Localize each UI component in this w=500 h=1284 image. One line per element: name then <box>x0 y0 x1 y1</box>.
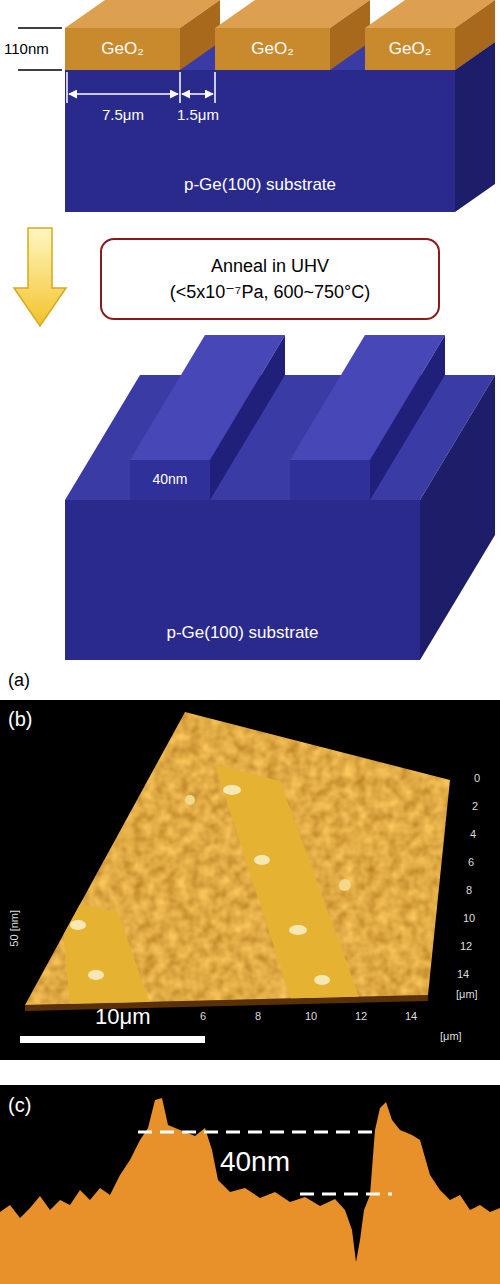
oxide-side-face <box>455 0 495 70</box>
scale-label: 10μm <box>95 1004 150 1029</box>
afm-highlight <box>289 925 307 935</box>
oxide-block: GeO₂ <box>215 28 330 70</box>
process-arrow <box>14 228 66 326</box>
afm-stripes <box>60 765 360 1006</box>
dimension-label: 1.5μm <box>177 106 219 123</box>
dimension-arrow <box>69 93 178 95</box>
node-text: (<5x10⁻⁷Pa, 600~750°C) <box>170 279 370 305</box>
ridge-side-face <box>210 335 285 500</box>
dimension-line <box>18 69 62 71</box>
scale-bar <box>20 1036 205 1043</box>
oxide-front-face <box>365 28 455 70</box>
dimension-tick <box>214 72 216 103</box>
ridge-front-face <box>290 460 370 500</box>
axis-tick-label: 8 <box>255 1010 261 1023</box>
axis-unit-label: [μm] <box>440 1030 462 1043</box>
substrate-front-face <box>65 500 420 660</box>
axis-tick-label: 8 <box>466 884 472 897</box>
substrate-side-face <box>455 42 495 212</box>
substrate-front-face <box>65 70 455 212</box>
afm-surface <box>20 705 460 1010</box>
panel-label: (a) <box>8 670 30 691</box>
afm-highlight <box>70 920 86 930</box>
dimension-line <box>18 27 62 29</box>
node-text: p-Ge(100) substrate <box>166 621 318 646</box>
substrate-block: p-Ge(100) substrate <box>65 500 420 660</box>
oxide-block: GeO₂ <box>65 28 180 70</box>
oxide-front-face <box>215 28 330 70</box>
afm-highlight <box>223 785 241 795</box>
afm-stripe <box>60 900 150 1006</box>
afm-highlight <box>88 970 104 980</box>
node-text: GeO₂ <box>389 37 432 62</box>
node-text: Anneal in UHV <box>211 253 329 279</box>
oxide-block: GeO₂ <box>365 28 455 70</box>
axis-tick-label: 14 <box>457 968 469 981</box>
node-text: p-Ge(100) substrate <box>184 173 336 198</box>
oxide-side-face <box>330 0 370 70</box>
afm-particle <box>339 879 351 891</box>
afm-stripe <box>215 765 360 1002</box>
level-line <box>138 1131 378 1134</box>
afm-highlight <box>314 975 330 985</box>
axis-tick-label: 14 <box>405 1010 417 1023</box>
image-background <box>0 700 500 1060</box>
dimension-label: 7.5μm <box>102 106 144 123</box>
axis-title: 50 [nm] <box>8 910 21 947</box>
axis-unit-label: [μm] <box>456 988 478 1001</box>
substrate-block: p-Ge(100) substrate <box>65 70 455 212</box>
oxide-front-face <box>65 28 180 70</box>
axis-tick-label: 2 <box>472 800 478 813</box>
axis-tick-label: 4 <box>470 828 476 841</box>
axis-tick-label: 12 <box>460 940 472 953</box>
dimension-tick <box>66 72 68 103</box>
profile-background <box>0 1085 500 1284</box>
dimension-label: 40nm <box>152 471 187 487</box>
axis-tick-label: 10 <box>463 912 475 925</box>
axis-tick-label: 12 <box>355 1010 367 1023</box>
afm-particle <box>185 795 195 805</box>
afm-highlight <box>254 855 270 865</box>
dimension-arrow <box>182 93 213 95</box>
dimension-label: 40nm <box>220 1146 290 1178</box>
axis-tick-label: 6 <box>200 1010 206 1023</box>
axis-tick-label: 10 <box>305 1010 317 1023</box>
process-box: Anneal in UHV(<5x10⁻⁷Pa, 600~750°C) <box>100 238 440 320</box>
node-text: GeO₂ <box>251 37 294 62</box>
ridge-side-face <box>370 335 445 500</box>
panel-label: (c) <box>8 1094 31 1117</box>
panel-label: (b) <box>8 708 32 731</box>
substrate-side-face <box>420 375 495 660</box>
level-line <box>300 1193 392 1196</box>
ridge-front-face <box>130 460 210 500</box>
dimension-tick <box>179 72 181 103</box>
axis-tick-label: 6 <box>468 856 474 869</box>
height-profile <box>0 1098 500 1284</box>
dimension-label: 110nm <box>4 40 49 57</box>
oxide-side-face <box>180 0 220 70</box>
node-text: GeO₂ <box>101 37 144 62</box>
axis-tick-label: 0 <box>474 772 480 785</box>
